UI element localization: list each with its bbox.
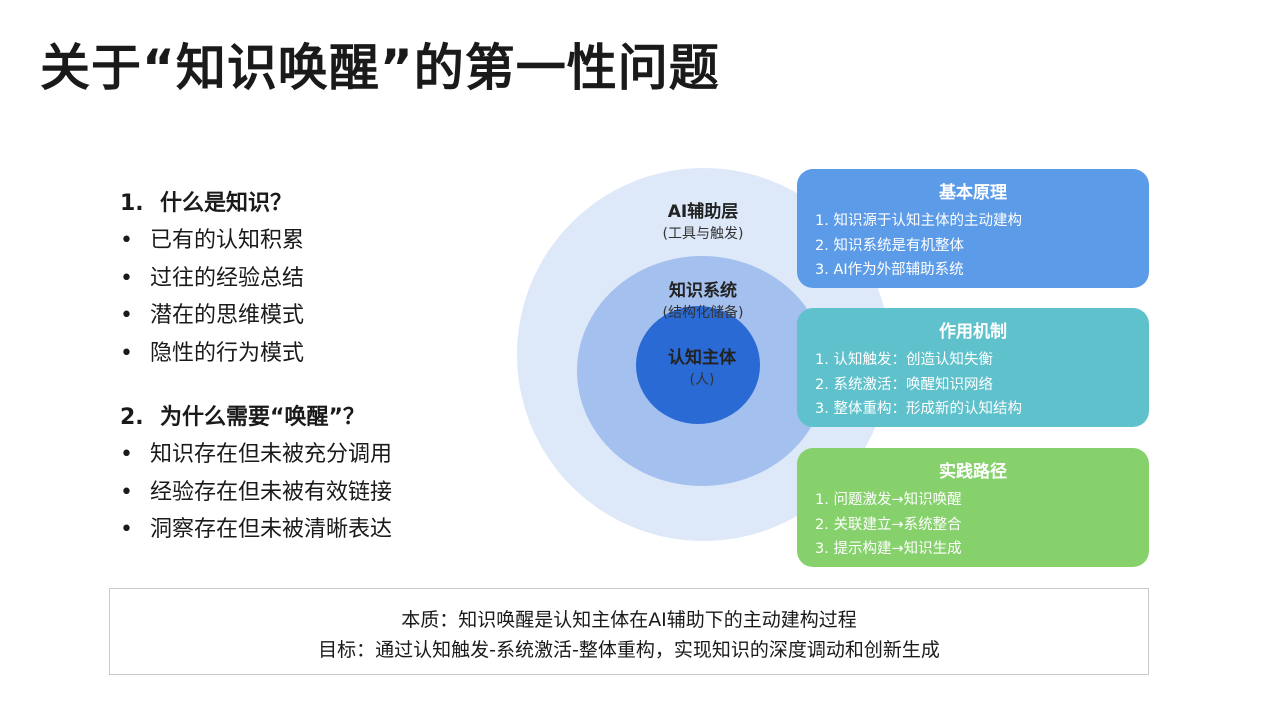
goal-text: 目标：通过认知触发-系统激活-整体重构，实现知识的深度调动和创新生成 [318,639,940,661]
bullet-icon: • [120,442,133,467]
card-basic-principles: 基本原理 1. 知识源于认知主体的主动建构 2. 知识系统是有机整体 3. AI… [797,169,1149,288]
bullet-icon: • [120,517,133,542]
list-item: •隐性的行为模式 [120,335,500,373]
list-item: 2. 关联建立→系统整合 [815,516,962,533]
inner-circle-title: 认知主体 [668,348,736,368]
inner-circle-subtitle: (人) [689,372,715,388]
card-mechanism: 作用机制 1. 认知触发：创造认知失衡 2. 系统激活：唤醒知识网络 3. 整体… [797,308,1149,427]
list-item: 2. 知识系统是有机整体 [815,237,964,254]
list-item: 1. 知识源于认知主体的主动建构 [815,213,1022,229]
list-item: •过往的经验总结 [120,260,500,298]
inner-circle-cognitive-subject [636,306,760,424]
question-1-number: 1. [120,191,144,216]
bullet-icon: • [120,340,133,366]
summary-box: 本质：知识唤醒是认知主体在AI辅助下的主动建构过程 目标：通过认知触发-系统激活… [109,588,1149,675]
list-item: 1. 认知触发：创造认知失衡 [815,352,993,368]
bullet-icon: • [120,479,133,505]
question-2-text: 为什么需要“唤醒”？ [160,405,365,430]
question-1-text: 什么是知识？ [160,191,293,216]
bullet-icon: • [120,265,133,291]
essence-text: 本质：知识唤醒是认知主体在AI辅助下的主动建构过程 [401,609,857,631]
list-item: 1. 问题激发→知识唤醒 [815,492,962,508]
outer-circle-subtitle: (工具与触发) [662,226,744,242]
list-item: 2. 系统激活：唤醒知识网络 [815,376,993,393]
card-title: 实践路径 [939,462,1007,482]
list-item: •已有的认知积累 [120,222,500,260]
left-panel: 1. 什么是知识？ •已有的认知积累 •过往的经验总结 •潜在的思维模式 •隐性的… [120,186,500,549]
outer-circle-label: AI辅助层 (工具与触发) [620,197,786,243]
question-1-list: •已有的认知积累 •过往的经验总结 •潜在的思维模式 •隐性的行为模式 [120,222,500,372]
question-2-number: 2. [120,405,144,430]
middle-circle-title: 知识系统 [669,281,737,301]
list-item: •知识存在但未被充分调用 [120,436,500,474]
list-item: •洞察存在但未被清晰表达 [120,511,500,549]
bullet-icon: • [120,303,133,328]
inner-circle-label: 认知主体 (人) [640,343,764,389]
question-1: 1. 什么是知识？ [120,186,500,222]
page-title: 关于“知识唤醒”的第一性问题 [40,39,720,97]
question-2: 2. 为什么需要“唤醒”？ [120,400,500,436]
list-item: •经验存在但未被有效链接 [120,474,500,512]
list-item: 3. AI作为外部辅助系统 [815,262,964,278]
card-title: 作用机制 [939,322,1007,342]
card-title: 基本原理 [939,183,1007,203]
list-item: •潜在的思维模式 [120,297,500,335]
outer-circle-title: AI辅助层 [667,202,739,222]
list-item: 3. 整体重构：形成新的认知结构 [815,401,1022,417]
question-2-list: •知识存在但未被充分调用 •经验存在但未被有效链接 •洞察存在但未被清晰表达 [120,436,500,549]
card-practice-path: 实践路径 1. 问题激发→知识唤醒 2. 关联建立→系统整合 3. 提示构建→知… [797,448,1149,567]
list-item: 3. 提示构建→知识生成 [815,541,962,557]
middle-circle-subtitle: (结构化储备) [662,305,744,321]
bullet-icon: • [120,228,133,253]
middle-circle-label: 知识系统 (结构化储备) [620,276,786,322]
